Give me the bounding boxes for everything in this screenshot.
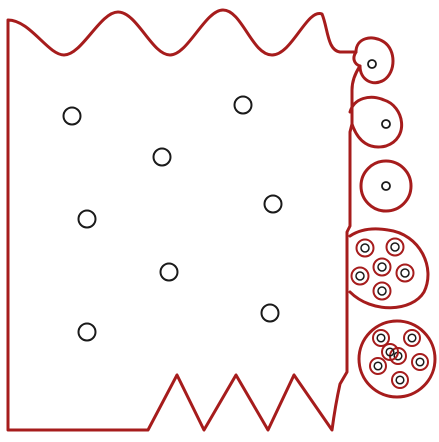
knob-hole [368, 60, 376, 68]
cluster-hole-outer [412, 354, 428, 370]
hole [161, 264, 178, 281]
cluster-hole-outer [374, 259, 391, 276]
cluster-hole-outer [374, 283, 391, 300]
hole [154, 149, 171, 166]
hole [64, 108, 81, 125]
cluster-hole-outer [352, 268, 369, 285]
main-body-outline [8, 10, 360, 430]
cluster-hole-inner [361, 244, 369, 252]
cluster-hole-outer [392, 372, 408, 388]
cluster-hole-inner [391, 243, 399, 251]
cluster-hole-outer [370, 358, 386, 374]
knob-hole [382, 120, 390, 128]
hole [265, 196, 282, 213]
main-body-holes [64, 97, 282, 341]
cluster-hole-inner [408, 334, 416, 342]
hole [235, 97, 252, 114]
cluster-hole-outer [373, 330, 389, 346]
cluster-hole-inner [416, 358, 424, 366]
cluster-hole-outer [404, 330, 420, 346]
cluster-hole-inner [396, 376, 404, 384]
hole [79, 324, 96, 341]
side-lobe-holes [352, 60, 429, 388]
cluster-hole-outer [397, 265, 414, 282]
cluster-hole-outer [387, 239, 404, 256]
circle-lobe-hole [382, 182, 390, 190]
side-circle-lobe [361, 161, 411, 211]
cluster-hole-inner [374, 362, 382, 370]
cluster-hole-inner [401, 269, 409, 277]
hole [79, 211, 96, 228]
cluster-hole-outer [357, 240, 374, 257]
cluster-hole-inner [377, 334, 385, 342]
side-knob-middle [350, 97, 402, 147]
cluster-hole-inner [378, 287, 386, 295]
cluster-hole-inner [378, 263, 386, 271]
cluster-hole-inner [356, 272, 364, 280]
hole [262, 305, 279, 322]
